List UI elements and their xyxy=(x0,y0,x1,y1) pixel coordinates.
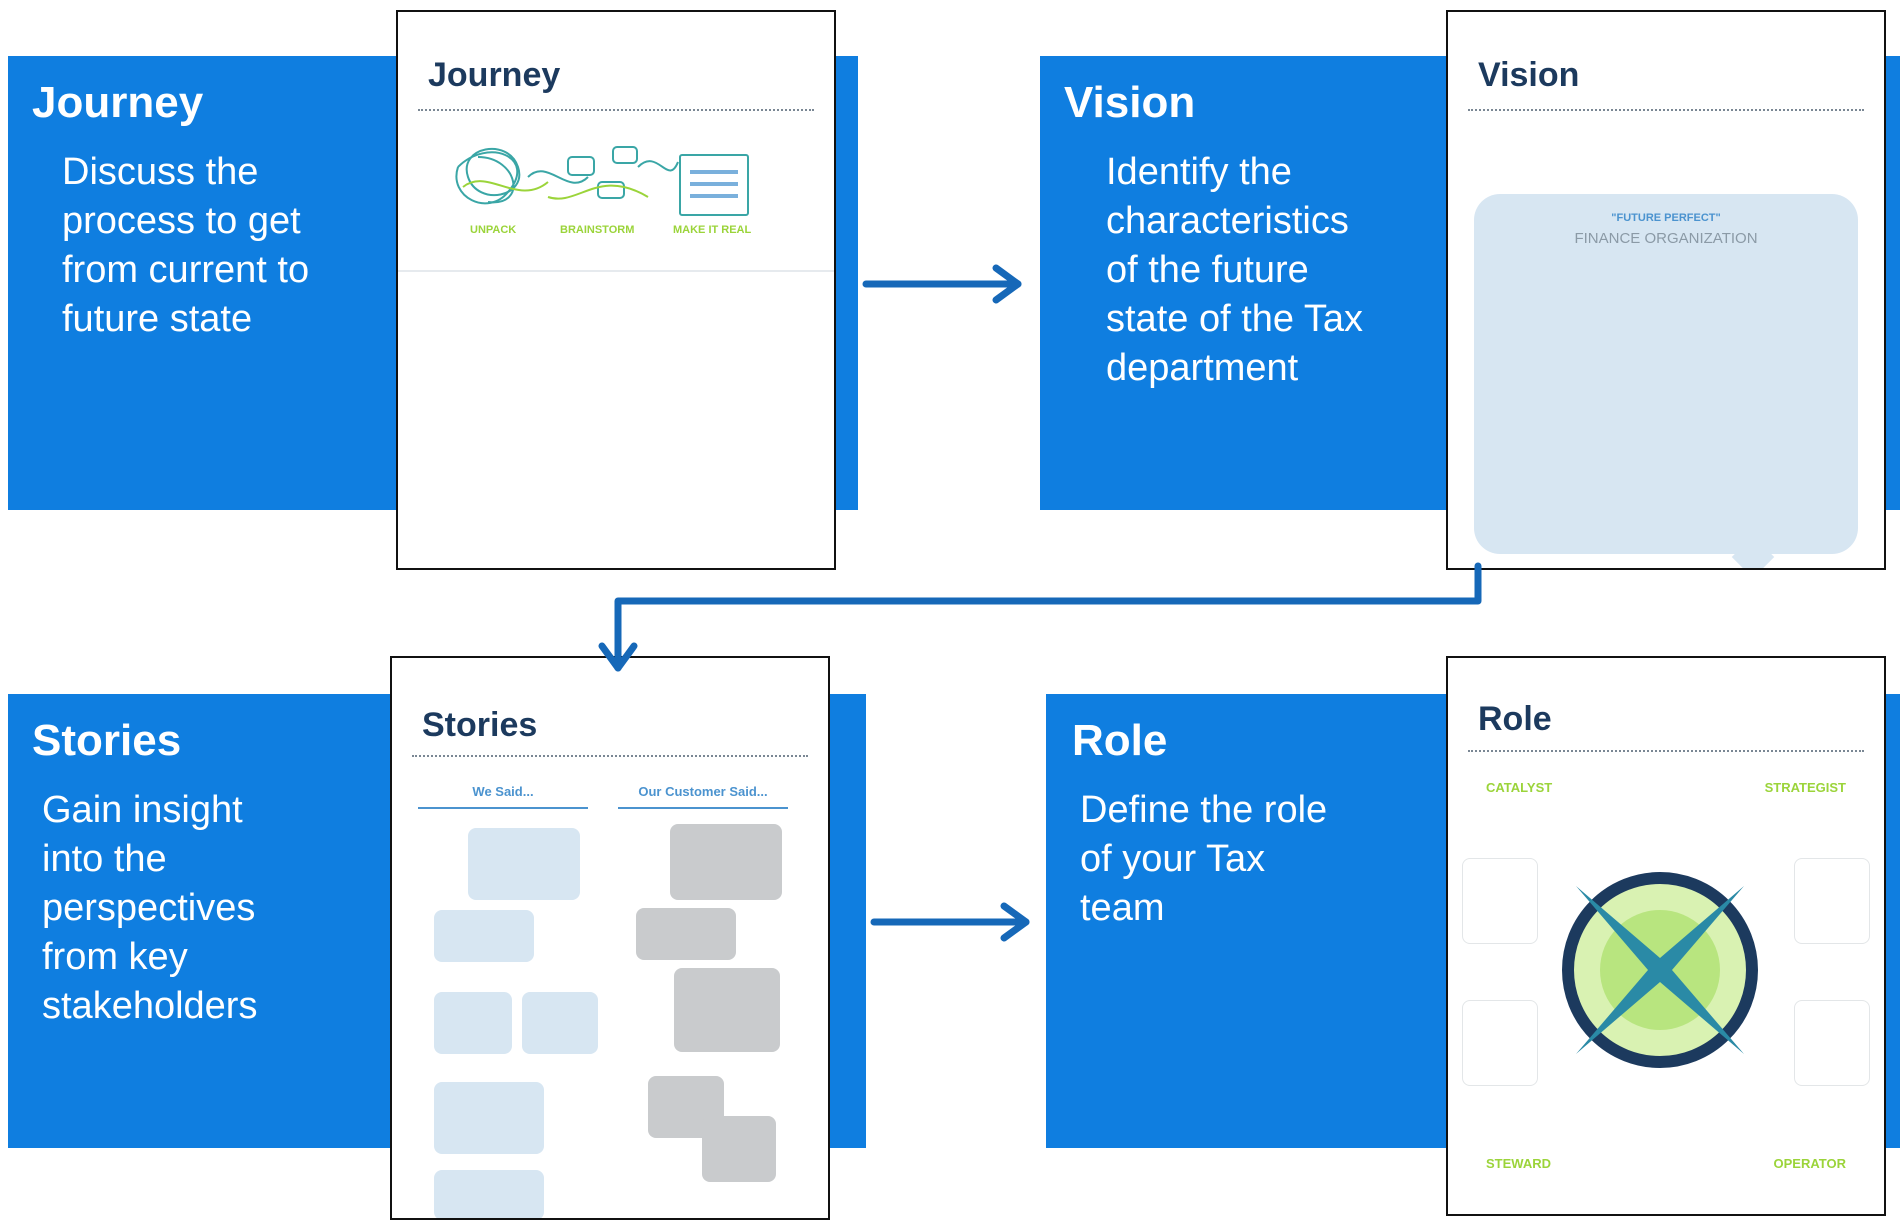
speech-bubble-icon xyxy=(674,968,780,1052)
role-placeholder-box xyxy=(1794,858,1870,944)
journey-label-make-it-real: MAKE IT REAL xyxy=(673,224,752,236)
role-card-divider xyxy=(1468,750,1864,752)
vision-bubble-line1: "FUTURE PERFECT" xyxy=(1611,212,1721,224)
arrow-right-icon xyxy=(862,264,1022,304)
role-title: Role xyxy=(1072,716,1168,765)
role-quadrant-strategist: STRATEGIST xyxy=(1764,780,1846,795)
stories-card: Stories We Said... Our Customer Said... xyxy=(390,656,830,1220)
speech-bubble-icon xyxy=(434,910,534,962)
role-placeholder-box xyxy=(1462,858,1538,944)
journey-card-title: Journey xyxy=(428,56,561,94)
vision-bubble-line2: FINANCE ORGANIZATION xyxy=(1574,230,1758,247)
vision-card-divider xyxy=(1468,109,1864,111)
arrow-down-icon xyxy=(598,562,1482,672)
journey-card-divider-2 xyxy=(398,270,834,272)
vision-speech-bubble xyxy=(1474,194,1858,554)
role-quadrant-steward: STEWARD xyxy=(1486,1156,1551,1171)
journey-label-brainstorm: BRAINSTORM xyxy=(560,224,635,236)
journey-card: Journey UNPACK BRAINSTORM MAKE IT REAL xyxy=(396,10,836,570)
speech-bubble-icon xyxy=(702,1116,776,1182)
journey-card-divider xyxy=(418,109,814,111)
role-card: Role CATALYST STRATEGIST STEWARD OPERATO… xyxy=(1446,656,1886,1216)
role-quadrant-catalyst: CATALYST xyxy=(1486,780,1553,795)
x-diagram-icon xyxy=(1562,872,1758,1068)
speech-bubble-icon xyxy=(670,824,782,900)
role-placeholder-box xyxy=(1794,1000,1870,1086)
vision-card: Vision "FUTURE PERFECT" FINANCE ORGANIZA… xyxy=(1446,10,1886,570)
journey-process-graphic xyxy=(455,146,749,216)
vision-title: Vision xyxy=(1064,78,1196,127)
speech-bubble-icon xyxy=(434,992,512,1054)
stories-description: Gain insight into the perspectives from … xyxy=(42,789,258,1027)
vision-card-title: Vision xyxy=(1478,56,1580,94)
role-description: Define the role of your Tax team xyxy=(1080,789,1328,929)
stories-col1-header: We Said... xyxy=(418,784,588,809)
speech-bubble-icon xyxy=(468,828,580,900)
speech-bubble-icon xyxy=(434,1082,544,1154)
vision-description: Identify the characteristics of the futu… xyxy=(1106,151,1364,389)
arrow-right-icon xyxy=(870,902,1030,942)
stories-card-divider xyxy=(412,755,808,757)
speech-bubble-icon xyxy=(636,908,736,960)
journey-description: Discuss the process to get from current … xyxy=(62,151,310,340)
journey-label-unpack: UNPACK xyxy=(470,224,517,236)
journey-title: Journey xyxy=(32,78,204,127)
speech-bubble-icon xyxy=(522,992,598,1054)
stories-title: Stories xyxy=(32,716,182,765)
role-quadrant-operator: OPERATOR xyxy=(1773,1156,1846,1171)
role-card-title: Role xyxy=(1478,700,1552,738)
role-placeholder-box xyxy=(1462,1000,1538,1086)
stories-card-title: Stories xyxy=(422,706,538,744)
stories-col2-header: Our Customer Said... xyxy=(618,784,788,809)
